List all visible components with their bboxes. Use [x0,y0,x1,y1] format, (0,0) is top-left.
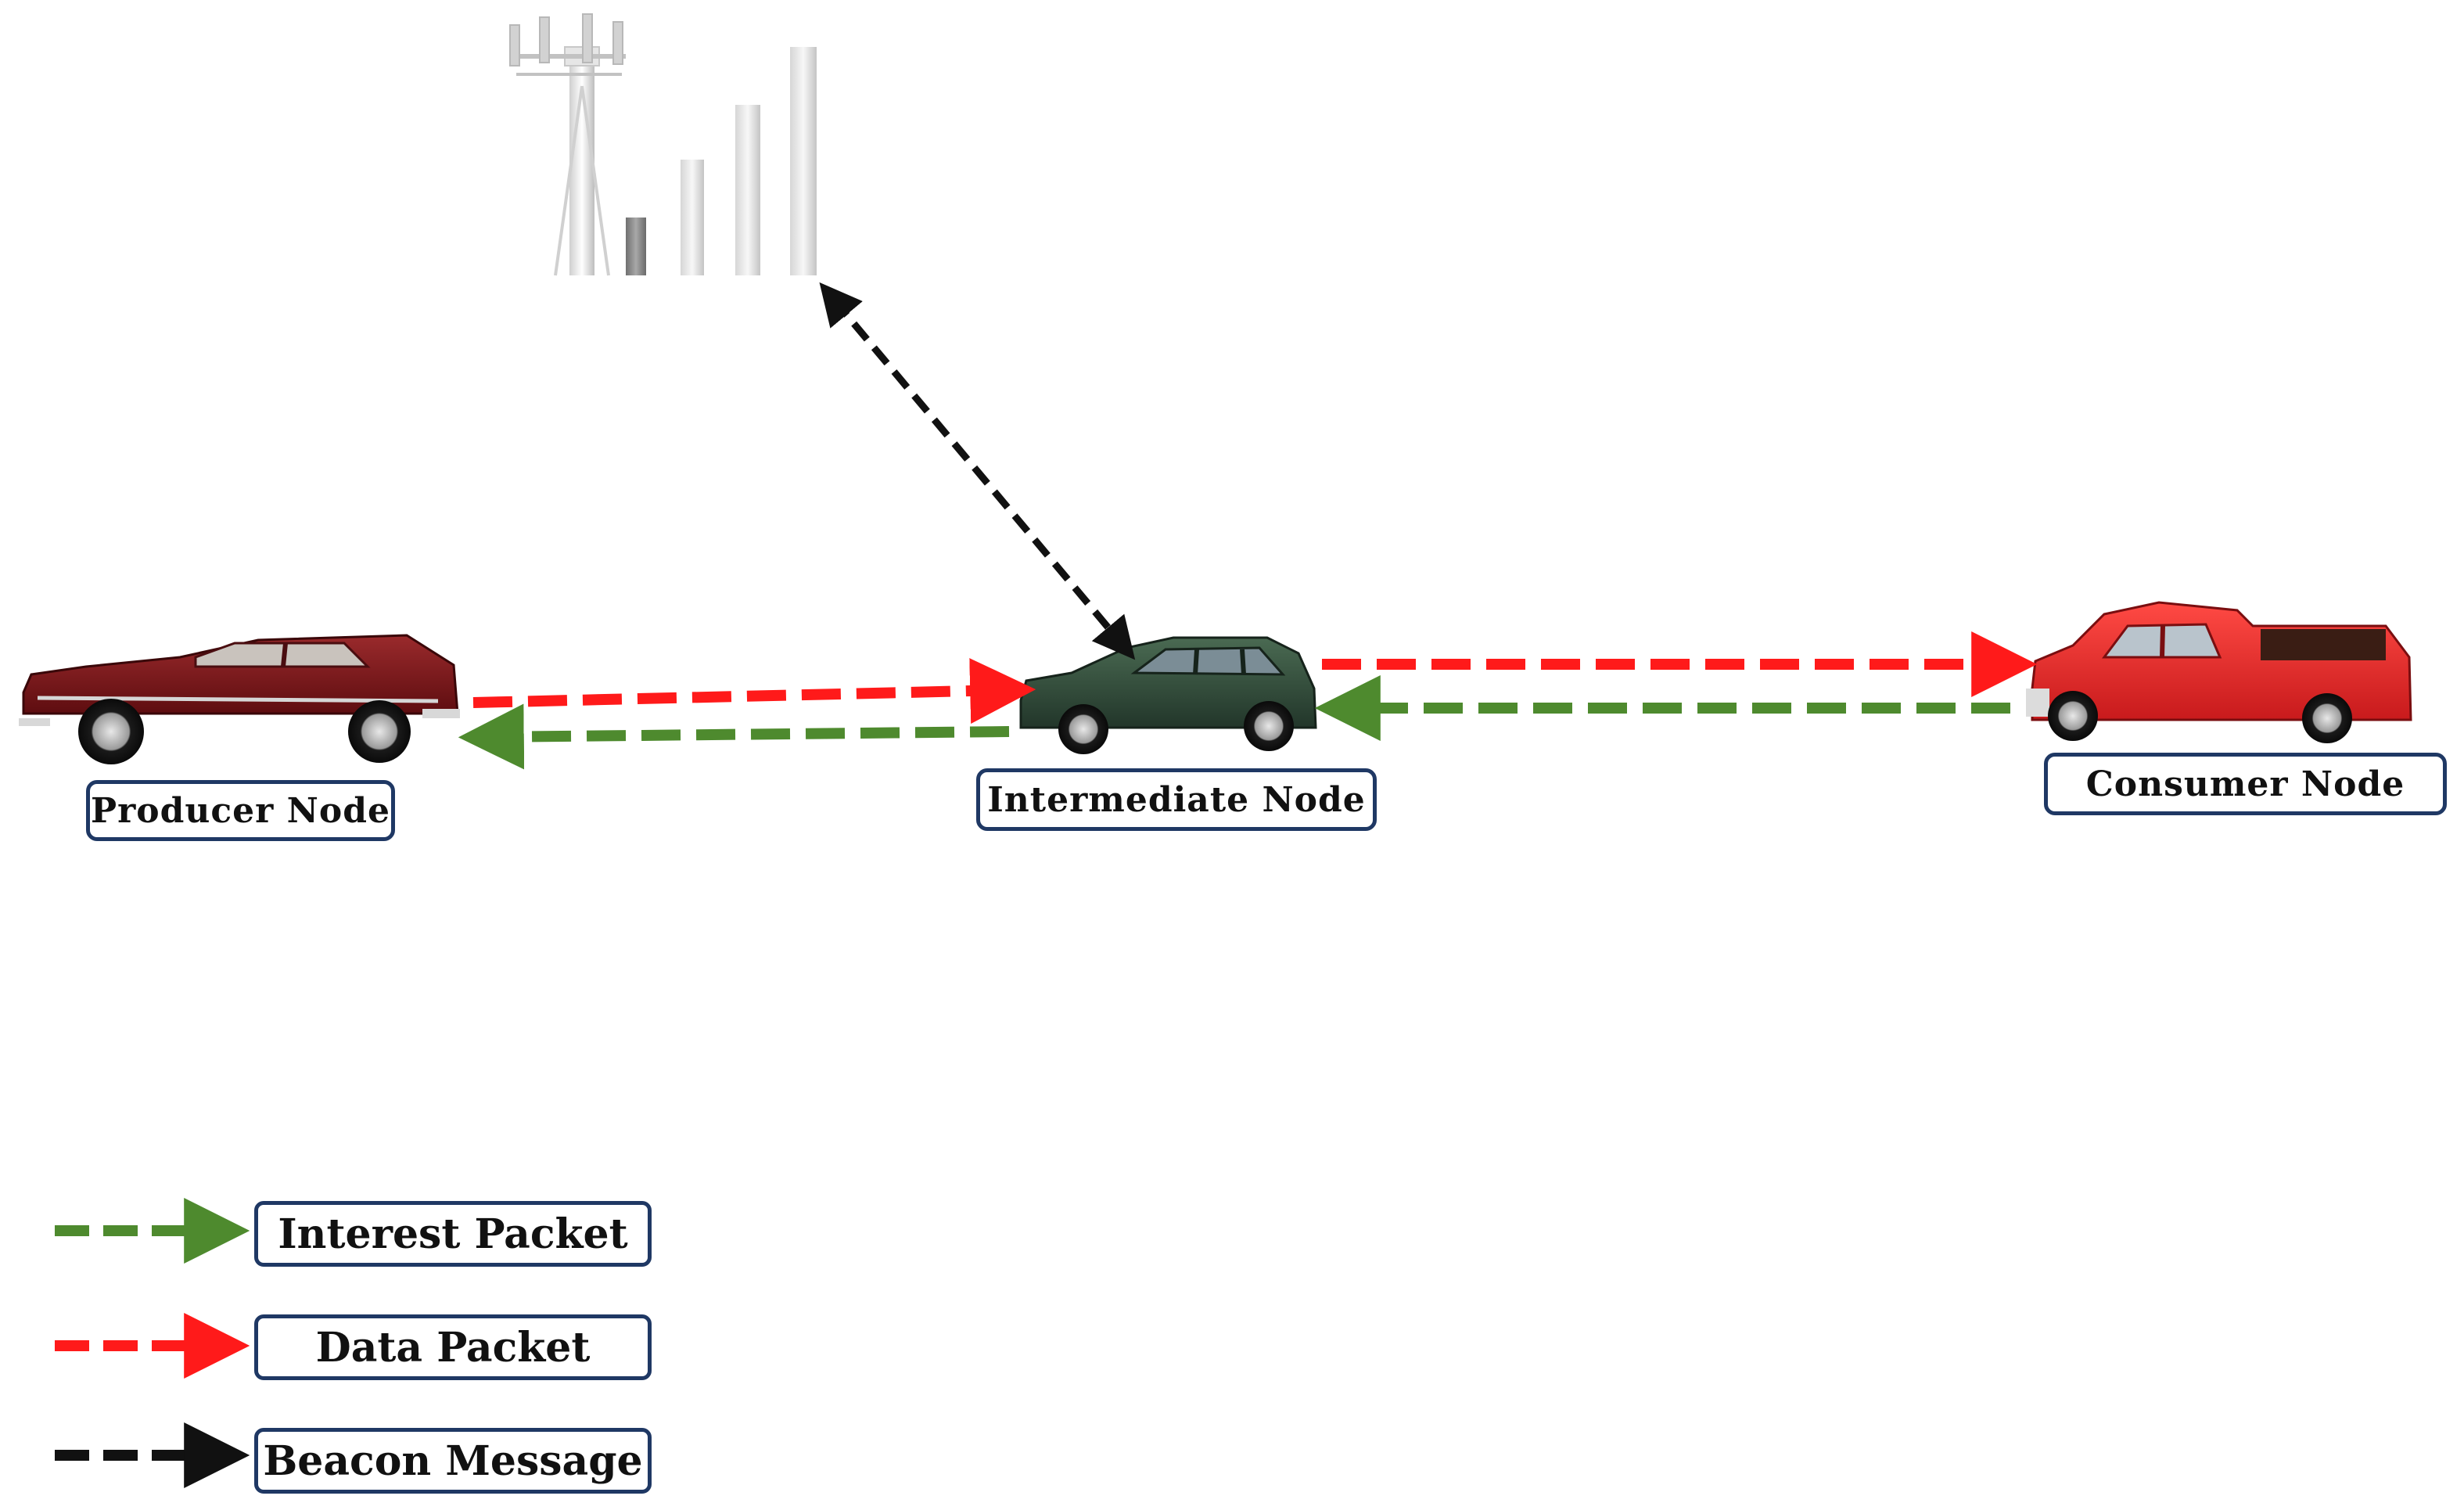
legend-beacon-label: Beacon Message [254,1428,652,1494]
consumer-node-label: Consumer Node [2044,753,2447,815]
intermediate-node-label: Intermediate Node [976,768,1377,831]
signal-strength-icon [626,47,817,275]
data-arrow-producer-to-intermediate [472,658,1036,725]
cell-tower-icon [509,13,626,276]
pickup-truck-icon [2026,601,2412,743]
legend-data-label: Data Packet [254,1314,652,1380]
beacon-arrow-tower-intermediate [819,282,1136,660]
legend-interest-label: Interest Packet [254,1201,652,1267]
hatchback-car-icon [1019,636,1317,754]
sedan-car-icon [19,634,460,764]
producer-node-label: Producer Node [86,780,395,841]
interest-arrow-intermediate-to-producer [458,703,1010,770]
